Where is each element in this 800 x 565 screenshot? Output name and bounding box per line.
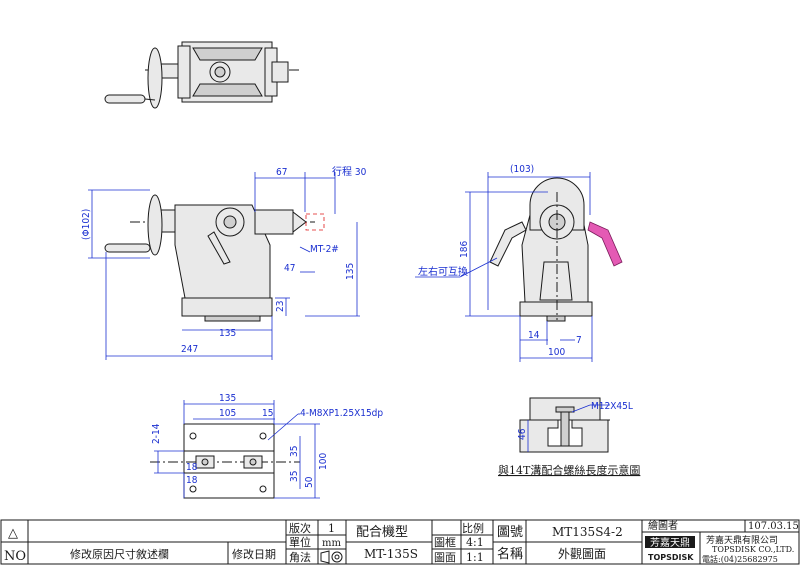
dim-135-horizontal: 135 (219, 328, 236, 339)
tb-drawing-no-value: MT135S4-2 (552, 525, 623, 539)
tb-name-value: 外觀圖面 (558, 547, 606, 561)
bottom-dim-35a: 35 (289, 446, 300, 457)
bottom-view-dimensions: 135 105 15 4-M8XP1.25X15dp 2-14 35 100 1… (151, 393, 383, 499)
dim-247: 247 (181, 344, 198, 355)
dim-stroke-30: 行程 30 (332, 165, 367, 178)
dim-100-side: 100 (548, 347, 565, 358)
bottom-view (150, 423, 300, 499)
dim-47: 47 (284, 263, 295, 274)
tb-sheet-label: 圖面 (434, 551, 456, 564)
bottom-dim-105: 105 (219, 408, 236, 419)
company-phone: 電話:(04)25682975 (702, 554, 778, 564)
bottom-dim-50: 50 (304, 476, 315, 488)
dim-m12x45: M12X45L (591, 401, 633, 412)
tb-frame-label: 圖框 (434, 536, 456, 549)
top-view (104, 41, 300, 109)
company-logo: 芳嘉天鼎 TOPSDISK (645, 536, 695, 562)
title-block: △ NO 修改原因尺寸敘述欄 修改日期 版次 1 單位 mm 角法 配合機型 M… (0, 519, 800, 565)
dim-23: 23 (275, 301, 286, 312)
bottom-dim-135: 135 (219, 393, 236, 404)
tb-drawer-label: 繪圖者 (648, 519, 678, 532)
dim-186: 186 (459, 241, 470, 258)
company-en: TOPSDISK CO.,LTD. (712, 545, 794, 554)
triangle-mark: △ (8, 526, 18, 541)
tslot-caption: 與14T溝配合螺絲長度示意圖 (498, 463, 640, 477)
tb-no: NO (4, 549, 26, 564)
bottom-dim-18a: 18 (186, 462, 198, 473)
tb-frame-value: 4:1 (466, 536, 484, 549)
logo-cn: 芳嘉天鼎 (650, 536, 690, 549)
tb-name-label: 名稱 (497, 546, 523, 562)
tb-edition-label: 版次 (289, 521, 311, 535)
tslot-detail: M12X45L 46 與14T溝配合螺絲長度示意圖 (498, 397, 640, 477)
bottom-dim-2-14: 2-14 (151, 423, 162, 444)
company-cn: 芳嘉天鼎有限公司 (706, 534, 778, 546)
tb-machine-value: MT-135S (364, 547, 418, 561)
dim-7: 7 (576, 335, 582, 346)
dim-103: (103) (510, 164, 534, 175)
dim-phi102: (Φ102) (81, 209, 92, 240)
tb-edition-value: 1 (328, 522, 335, 535)
dim-135-vertical: 135 (345, 263, 356, 280)
dim-mt2: MT-2# (310, 244, 339, 255)
bottom-dim-35b: 35 (289, 471, 300, 482)
tb-unit-value: mm (322, 538, 341, 549)
bottom-dim-18b: 18 (186, 475, 198, 486)
bottom-dim-15: 15 (262, 408, 273, 419)
front-view (104, 194, 325, 322)
dim-46: 46 (517, 428, 528, 440)
tb-revision-date: 修改日期 (232, 547, 276, 561)
dim-14: 14 (528, 330, 540, 341)
bolt-note: 4-M8XP1.25X15dp (300, 408, 383, 419)
front-view-dimensions: 67 行程 30 (Φ102) MT-2# 47 135 23 135 247 (81, 165, 367, 360)
bottom-dim-100: 100 (318, 453, 329, 470)
tb-drawing-no-label: 圖號 (497, 525, 523, 540)
swap-note: 左右可互換 (418, 265, 468, 278)
tb-unit-label: 單位 (289, 535, 311, 549)
tb-revision-desc: 修改原因尺寸敘述欄 (70, 547, 169, 561)
side-view-dimensions: (103) 186 左右可互換 14 7 100 (415, 164, 593, 362)
tb-date: 107.03.15 (748, 521, 799, 532)
dim-67: 67 (276, 167, 287, 178)
tb-ratio-label: 比例 (462, 521, 484, 535)
logo-en: TOPSDISK (648, 553, 694, 562)
side-view (489, 177, 623, 322)
tb-angle-label: 角法 (289, 550, 311, 564)
tb-sheet-value: 1:1 (466, 551, 484, 564)
projection-symbol (320, 550, 343, 564)
tb-machine-label: 配合機型 (356, 525, 408, 540)
